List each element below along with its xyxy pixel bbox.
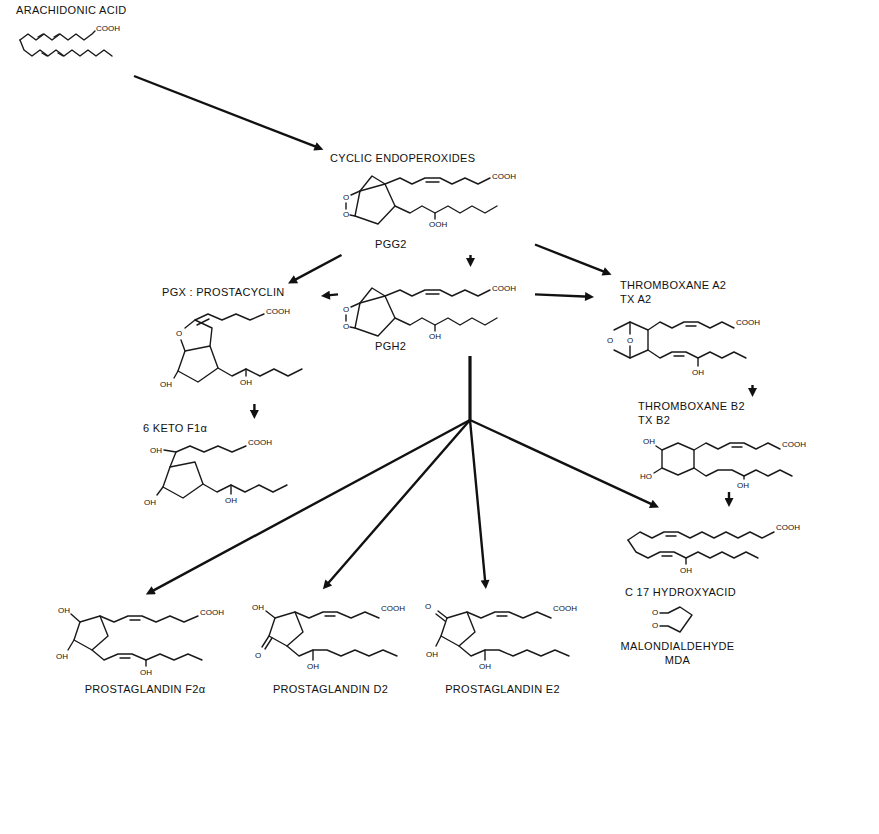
- compound-node: PGH2: [338, 268, 535, 356]
- atom-label: OH: [240, 378, 252, 387]
- atom-label: OH: [144, 498, 156, 507]
- arachidonic-structure: [20, 31, 112, 56]
- endoperoxide-structure: [346, 288, 497, 336]
- atom-label: O: [343, 305, 349, 314]
- pgf2a-structure: [68, 614, 202, 666]
- atom-label: O: [607, 336, 613, 345]
- atom-label: COOH: [492, 284, 516, 293]
- hydroxyacid-structure: [628, 532, 774, 564]
- reaction-arrow: [751, 385, 753, 393]
- atom-label: COOH: [96, 24, 120, 33]
- compound-name: C 17 HYDROXYACID: [625, 586, 736, 599]
- atom-label: OH: [643, 437, 655, 446]
- thromboxane-b2-structure: [654, 443, 792, 479]
- compound-name: CYCLIC ENDOPEROXIDES: [330, 152, 475, 165]
- atom-label: OH: [429, 332, 441, 341]
- atom-label: COOH: [736, 318, 760, 327]
- compound-name: THROMBOXANE B2: [638, 400, 745, 413]
- compound-name: PGG2: [375, 238, 407, 251]
- compound-name: PROSTAGLANDIN E2: [445, 683, 560, 696]
- compound-name: ARACHIDONIC ACID: [16, 4, 127, 17]
- reaction-arrow: [728, 492, 730, 503]
- atom-label: OH: [479, 662, 491, 671]
- atom-label: OH: [307, 662, 319, 671]
- compound-name: PROSTAGLANDIN D2: [273, 683, 388, 696]
- atom-label: OH: [56, 652, 68, 661]
- reaction-arrow: [470, 356, 486, 585]
- compound-node: 6 KETO F1α: [135, 420, 295, 523]
- compound-node: C 17 HYDROXYACID: [615, 508, 810, 600]
- atom-label: COOH: [200, 608, 224, 617]
- atom-label: O: [627, 336, 633, 345]
- compound-name: PGH2: [375, 340, 406, 353]
- compound-name: MDA: [665, 654, 690, 667]
- atom-label: OH: [150, 446, 162, 455]
- compound-name: MALONDIALDEHYDE: [621, 640, 735, 653]
- compound-name: THROMBOXANE A2: [620, 279, 726, 292]
- reaction-arrow: [326, 356, 471, 586]
- atom-label: COOH: [492, 172, 516, 181]
- atom-label: COOH: [776, 523, 800, 532]
- atom-label: OH: [225, 496, 237, 505]
- reaction-arrow: [134, 76, 320, 148]
- atom-label: O: [343, 193, 349, 202]
- reaction-arrow: [470, 356, 655, 506]
- malondialdehyde-structure: [660, 607, 692, 632]
- reaction-arrow: [535, 294, 590, 296]
- compound-node: ARACHIDONIC ACID: [14, 4, 134, 76]
- atom-label: O: [176, 329, 182, 338]
- pgd2-structure: [262, 611, 397, 660]
- compound-name: TX A2: [620, 293, 651, 306]
- compound-node: PGX : PROSTACYCLIN: [156, 284, 320, 404]
- atom-label: O: [343, 210, 349, 219]
- atom-label: OH: [692, 368, 704, 377]
- atom-label: O: [652, 621, 658, 630]
- keto-structure: [157, 446, 287, 498]
- prostacyclin-structure: [174, 314, 302, 382]
- atom-label: OH: [680, 566, 692, 575]
- thromboxane-a2-structure: [614, 322, 746, 366]
- atom-label: COOH: [266, 307, 290, 316]
- atom-label: OOH: [429, 220, 447, 229]
- atom-label: O: [425, 602, 431, 611]
- compound-name: TX B2: [638, 414, 670, 427]
- atom-label: HO: [640, 472, 652, 481]
- endoperoxide-structure: [346, 176, 497, 224]
- atom-label: OH: [426, 650, 438, 659]
- reaction-arrow: [535, 245, 608, 274]
- pge2-structure: [436, 611, 569, 660]
- atom-label: O: [652, 608, 658, 617]
- compound-name: PROSTAGLANDIN F2α: [85, 683, 206, 696]
- atom-label: O: [255, 651, 261, 660]
- reaction-arrow: [469, 255, 471, 263]
- atom-label: OH: [252, 603, 264, 612]
- reaction-arrow: [292, 255, 342, 282]
- reaction-arrow: [253, 404, 255, 415]
- reaction-arrow: [325, 294, 338, 295]
- atom-label: OH: [140, 668, 152, 677]
- atom-label: OH: [737, 481, 749, 490]
- compound-node: MALONDIALDEHYDEMDA: [615, 604, 740, 672]
- compound-node: THROMBOXANE A2TX A2: [595, 275, 770, 385]
- compound-name: 6 KETO F1α: [143, 422, 207, 435]
- atom-label: COOH: [381, 604, 405, 613]
- atom-label: COOH: [782, 440, 806, 449]
- reaction-arrow: [149, 356, 470, 593]
- compound-name: PGX : PROSTACYCLIN: [162, 286, 285, 299]
- atom-label: OH: [58, 606, 70, 615]
- atom-label: OH: [160, 380, 172, 389]
- atom-label: COOH: [248, 438, 272, 447]
- atom-label: O: [343, 322, 349, 331]
- atom-label: COOH: [553, 604, 577, 613]
- compound-node: CYCLIC ENDOPEROXIDES PGG2: [320, 150, 535, 255]
